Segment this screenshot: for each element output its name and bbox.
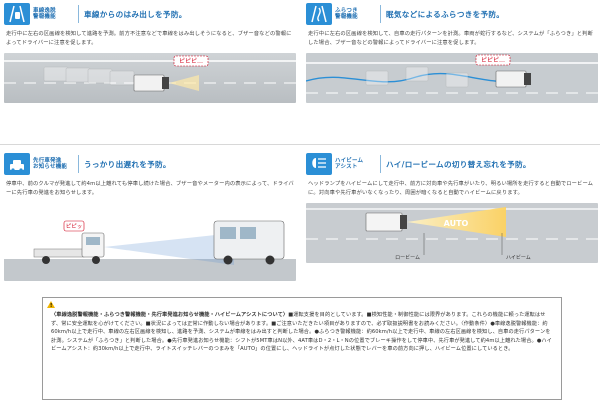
feature-name: 先行車発進 お知らせ機能 [33, 157, 68, 171]
auto-beam-label: AUTO [444, 219, 469, 228]
feature-name: ハイビーム アシスト [335, 157, 364, 171]
lead-vehicle-illustration: ピピッ [4, 203, 296, 281]
section-divider [0, 144, 600, 145]
feature-catchphrase: 車線からのはみ出しを予防。 [84, 9, 187, 19]
feature-panel-lead-vehicle: 先行車発進 お知らせ機能 うっかり出遅れを予防。 停車中、前のクルマが発進して約… [4, 150, 296, 281]
warning-icon: ! [47, 301, 55, 309]
notice-title: 〈車線逸脱警報機能・ふらつき警報機能・先行車発進お知らせ機能・ハイビームアシスト… [51, 312, 289, 318]
alert-sound-label: ピピピ… [179, 58, 203, 65]
panel-header: ふらつき 警報機能 眠気などによるふらつきを予防。 [306, 2, 598, 26]
feature-panel-weaving-alert: ふらつき 警報機能 眠気などによるふらつきを予防。 走行中に左右の区画線を検知し… [306, 0, 598, 103]
weaving-alert-icon [306, 3, 332, 25]
feature-description: 走行中に左右の区画線を検知して進路を予測。前方不注意などで車線をはみ出しそうにな… [6, 31, 292, 46]
alert-sound-label: ピピピ… [481, 57, 505, 64]
low-beam-label: ロービーム [395, 254, 420, 261]
panel-header: ハイビーム アシスト ハイ/ロービームの切り替え忘れを予防。 [306, 152, 598, 176]
feature-panel-auto-highbeam: ハイビーム アシスト ハイ/ロービームの切り替え忘れを予防。 ヘッドランプをハイ… [306, 150, 598, 263]
feature-description: 停車中、前のクルマが発進して約4m以上離れても停車し続けた場合、ブザー音やメータ… [6, 181, 294, 196]
auto-highbeam-illustration: AUTO ロービーム ハイビーム [306, 203, 598, 263]
lane-departure-illustration: ピピピ… [4, 53, 296, 103]
auto-highbeam-icon [306, 153, 332, 175]
feature-description: ヘッドランプをハイビームにして走行中、前方に対向車や先行車がいたり、明るい場所を… [308, 181, 594, 196]
panel-header: 車線逸脱 警報機能 車線からのはみ出しを予防。 [4, 2, 296, 26]
lane-departure-icon [4, 3, 30, 25]
feature-catchphrase: ハイ/ロービームの切り替え忘れを予防。 [386, 159, 531, 169]
high-beam-label: ハイビーム [506, 254, 531, 261]
feature-panel-lane-departure: 車線逸脱 警報機能 車線からのはみ出しを予防。 走行中に左右の区画線を検知して進… [4, 0, 296, 103]
panel-header: 先行車発進 お知らせ機能 うっかり出遅れを予防。 [4, 152, 296, 176]
feature-description: 走行中に左右の区画線を検知して、自車の走行パターンを計測。車両が蛇行するなど、シ… [308, 31, 593, 46]
notice-body: ■運転支援を目的としています。■検知性能・制御性能には限界があります。これらの機… [51, 312, 552, 353]
feature-catchphrase: うっかり出遅れを予防。 [84, 159, 171, 169]
alert-sound-label: ピピッ [66, 223, 83, 230]
feature-catchphrase: 眠気などによるふらつきを予防。 [386, 9, 505, 19]
lead-vehicle-icon [4, 153, 30, 175]
notice-box: ! 〈車線逸脱警報機能・ふらつき警報機能・先行車発進お知らせ機能・ハイビームアシ… [42, 297, 562, 400]
weaving-alert-illustration: ピピピ… [306, 53, 598, 103]
feature-name: 車線逸脱 警報機能 [33, 7, 56, 21]
feature-name: ふらつき 警報機能 [335, 7, 358, 21]
